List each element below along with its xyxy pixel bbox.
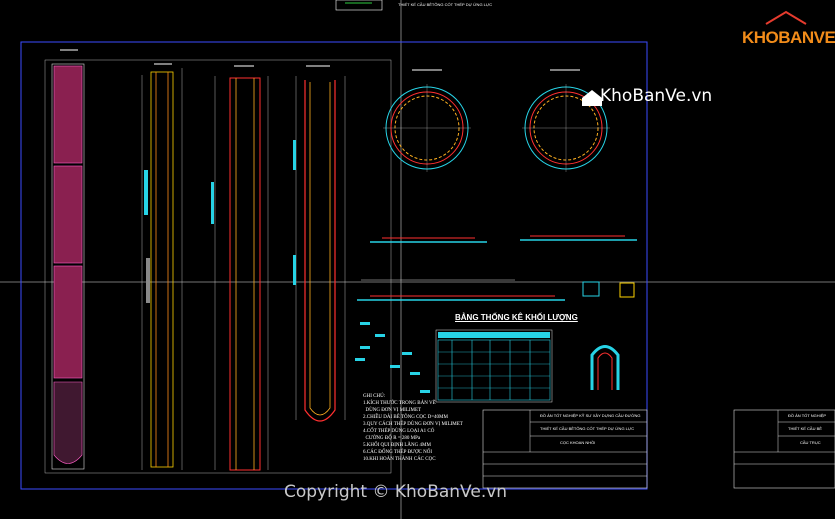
- title-block-right-project: THIẾT KẾ CẦU BÊ: [788, 426, 822, 431]
- watermark-house-icon: [582, 90, 602, 106]
- logo-house-icon: [765, 10, 807, 25]
- sheet-border: [20, 41, 648, 490]
- table-title: BẢNG THỐNG KÊ KHỐI LƯỢNG: [455, 313, 578, 322]
- title-block-project: THIẾT KẾ CẦU BÊTÔNG CỐT THÉP DỰ ỨNG LỰC: [540, 426, 635, 431]
- pile-elevation-4: [293, 65, 346, 422]
- pile-elevation-1: [51, 49, 85, 470]
- watermark-brand: KhoBanVe.vn: [600, 86, 713, 106]
- copyright-watermark: Copyright © KhoBanVe.vn: [284, 482, 508, 502]
- pile-section-1: [383, 69, 471, 172]
- top-label-box: [335, 0, 383, 11]
- title-block-sheet: CỌC KHOAN NHỒI: [560, 440, 596, 445]
- quantity-table: [435, 329, 553, 403]
- top-note: THIẾT KẾ CẦU BÊTÔNG CỐT THÉP DỰ ỨNG LỰC: [398, 2, 493, 7]
- title-block: [482, 409, 648, 489]
- pile-section-2: [522, 69, 610, 172]
- title-block-right-sheet: CẦU TRỤC: [800, 440, 821, 445]
- title-block-right: [733, 409, 835, 489]
- title-block-school: ĐỒ ÁN TỐT NGHIỆP KỸ SƯ XÂY DỰNG CẦU ĐƯỜN…: [540, 413, 641, 418]
- title-block-right-school: ĐỒ ÁN TỐT NGHIỆP: [788, 413, 827, 418]
- inner-frame: [44, 59, 392, 474]
- rebar-details: [357, 235, 637, 301]
- pile-elevation-2: [141, 63, 183, 470]
- logo-text: KHOBANVE: [742, 28, 835, 47]
- general-notes: GHI CHÚ: 1.KÍCH THƯỚC TRONG BẢN VẼ DÙNG …: [363, 394, 463, 462]
- hook-details: [582, 281, 635, 390]
- bar-mark-labels: [355, 322, 430, 393]
- pile-elevation-3: [211, 65, 269, 471]
